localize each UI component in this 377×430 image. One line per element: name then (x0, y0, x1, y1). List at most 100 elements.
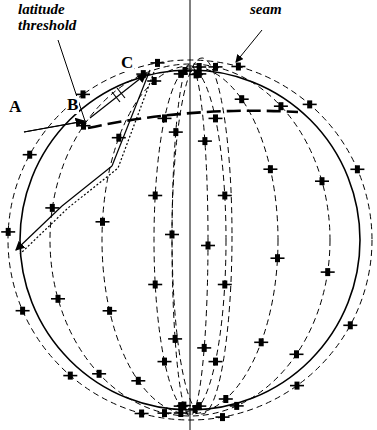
satellite-body (20, 307, 25, 315)
satellite-icon (136, 70, 150, 78)
satellite-icon (92, 370, 106, 378)
satellite-body (153, 281, 158, 289)
satellite-body (213, 114, 218, 122)
satellite-body (56, 295, 61, 303)
satellite-icon (218, 192, 232, 200)
link-arrow (90, 74, 146, 118)
satellite-icon (219, 395, 233, 403)
satellite-icon (158, 114, 172, 122)
orbit-ellipse (50, 64, 330, 416)
satellite-body (50, 204, 55, 212)
point-label: B (66, 96, 79, 114)
link-line (24, 121, 86, 132)
satellite-icon (147, 77, 161, 85)
satellite-body (222, 192, 227, 200)
satellite-body (136, 377, 141, 385)
satellite-icon (216, 413, 230, 421)
cut-mark (112, 92, 120, 102)
satellite-body (355, 165, 360, 173)
satellite-body (295, 382, 300, 390)
satellite-body (294, 350, 299, 358)
satellite-body (307, 100, 312, 108)
satellite-body (213, 358, 218, 366)
satellite-body (116, 134, 121, 142)
latitude-threshold-line (88, 111, 298, 128)
satellite-icon (148, 281, 162, 289)
satellite-body (81, 90, 86, 98)
satellite-body (197, 63, 202, 71)
satellite-icon (197, 344, 211, 352)
satellite-icon (263, 165, 277, 173)
satellite-body (68, 372, 73, 380)
satellite-body (162, 358, 167, 366)
satellite-body (139, 410, 144, 418)
satellite-body (183, 67, 188, 75)
satellite-icon (158, 409, 172, 417)
satellite-body (193, 405, 198, 413)
seam-orbit (172, 58, 232, 414)
satellite-icon (271, 254, 285, 262)
satellite-icon (201, 242, 215, 250)
satellite-icon (165, 231, 179, 239)
satellite-body (100, 218, 105, 226)
annotation-label: seam (250, 2, 282, 18)
satellite-icon (96, 218, 110, 226)
route-dotted (20, 72, 154, 254)
earth-outline (20, 70, 360, 410)
satellite-icon (254, 338, 268, 346)
satellite-body (223, 395, 228, 403)
satellite-body (27, 151, 32, 159)
satellite-icon (235, 95, 249, 103)
satellite-body (239, 95, 244, 103)
satellite-body (152, 77, 157, 85)
satellite-icon (158, 358, 172, 366)
satellite-body (173, 128, 178, 136)
satellite-icon (209, 114, 223, 122)
satellite-icon (77, 122, 91, 130)
satellite-icon (350, 165, 364, 173)
satellite-body (213, 63, 218, 71)
orbit-ellipse (172, 64, 208, 416)
orbit-ellipse (8, 60, 372, 420)
satellite-body (97, 370, 102, 378)
satellite-icon (343, 321, 357, 329)
satellite-icon (168, 335, 182, 343)
satellite-icon (303, 100, 317, 108)
satellite-icon (189, 70, 203, 78)
satellite-icon (321, 268, 335, 276)
leader-arrow (236, 30, 262, 62)
satellite-icon (63, 372, 77, 380)
satellite-body (178, 409, 183, 417)
satellite-icon (151, 59, 165, 67)
link-line (62, 166, 112, 206)
satellite-icon (230, 402, 244, 410)
satellite-icon (218, 281, 232, 289)
satellite-icon (169, 128, 183, 136)
satellite-body (320, 177, 325, 185)
cut-mark (117, 88, 125, 98)
satellite-body (268, 165, 273, 173)
satellite-body (173, 335, 178, 343)
satellite-icon (177, 402, 191, 410)
point-label: A (8, 98, 22, 116)
link-arrow (16, 206, 62, 250)
satellite-icon (1, 228, 15, 236)
satellite-icon (135, 410, 149, 418)
satellite-icon (23, 151, 37, 159)
satellite-icon (192, 63, 206, 71)
satellite-icon (209, 358, 223, 366)
satellite-body (202, 137, 207, 145)
satellite-icon (131, 377, 145, 385)
earth-axis (190, 0, 191, 430)
satellite-body (236, 63, 241, 71)
satellite-icon (174, 409, 188, 417)
satellite-icon (209, 63, 223, 71)
point-label: C (120, 54, 134, 72)
satellite-body (220, 413, 225, 421)
satellite-icon (148, 192, 162, 200)
satellite-icon (103, 307, 117, 315)
satellite-body (259, 338, 264, 346)
satellite-icon (16, 307, 30, 315)
satellite-body (206, 242, 211, 250)
